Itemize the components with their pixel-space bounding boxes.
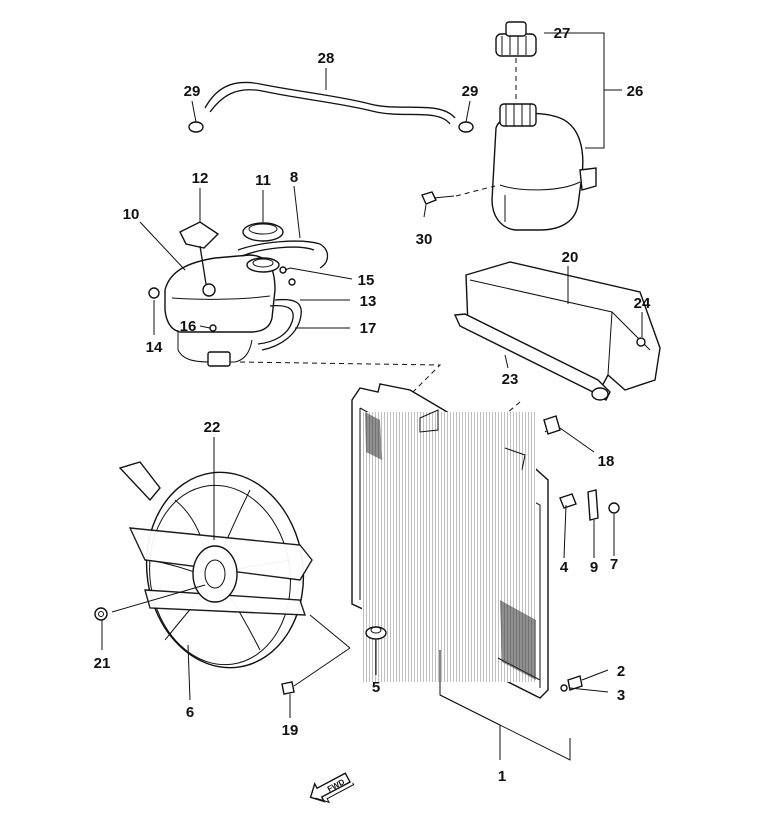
sensor-18-icon (543, 415, 561, 435)
cushion-5-icon (365, 626, 387, 640)
callout-6: 6 (186, 704, 194, 721)
leader-lines (101, 32, 643, 761)
callout-13: 13 (360, 293, 377, 310)
callout-28: 28 (318, 50, 335, 67)
callout-7: 7 (610, 556, 618, 573)
hose-clip-icon (188, 121, 474, 133)
callout-24: 24 (634, 295, 651, 312)
callout-19: 19 (282, 722, 299, 739)
bolt-19-icon (281, 681, 295, 695)
callout-29-left: 29 (184, 83, 201, 100)
radiator (351, 383, 549, 699)
callout-21: 21 (94, 655, 111, 672)
callout-14: 14 (146, 339, 163, 356)
callout-16: 16 (180, 318, 197, 335)
bolt-30-icon (421, 185, 496, 205)
callout-20: 20 (562, 249, 579, 266)
callout-3: 3 (617, 687, 625, 704)
drain-plug-icon (560, 675, 583, 692)
bracket-9-icon (587, 489, 599, 521)
reservoir-tank (164, 254, 280, 367)
callout-8: 8 (290, 169, 298, 186)
callouts: 1 2 3 4 5 6 7 8 9 10 11 12 13 14 15 16 1… (94, 25, 651, 785)
callout-2: 2 (617, 663, 625, 680)
callout-9: 9 (590, 559, 598, 576)
overflow-bottle (491, 103, 597, 231)
nut-21-icon (94, 607, 108, 621)
callout-27: 27 (554, 25, 571, 42)
callout-1: 1 (498, 768, 506, 785)
callout-12: 12 (192, 170, 209, 187)
hose-13-17 (257, 298, 302, 351)
callout-4: 4 (560, 559, 569, 576)
callout-17: 17 (360, 320, 377, 337)
radiator-cap-icon (495, 21, 537, 100)
callout-30: 30 (416, 231, 433, 248)
fwd-arrow-icon: FWD (309, 772, 355, 804)
callout-22: 22 (204, 419, 221, 436)
callout-26: 26 (627, 83, 644, 100)
cooling-fan (118, 461, 313, 669)
callout-11: 11 (255, 172, 271, 189)
bolt-7-icon (608, 502, 620, 514)
hose-28 (204, 81, 456, 125)
callout-15: 15 (358, 272, 375, 289)
radiator-cap-11-icon (242, 222, 284, 242)
drain-cock-4-icon (559, 493, 577, 509)
callout-23: 23 (502, 371, 519, 388)
callout-5: 5 (372, 679, 380, 696)
level-sensor-12 (179, 221, 220, 285)
callout-18: 18 (598, 453, 615, 470)
callout-29-right: 29 (462, 83, 479, 100)
callout-10: 10 (123, 206, 140, 223)
leader-dash (239, 361, 442, 401)
clip-icon (148, 266, 296, 332)
air-guide (453, 261, 661, 402)
hose-8 (237, 240, 329, 269)
